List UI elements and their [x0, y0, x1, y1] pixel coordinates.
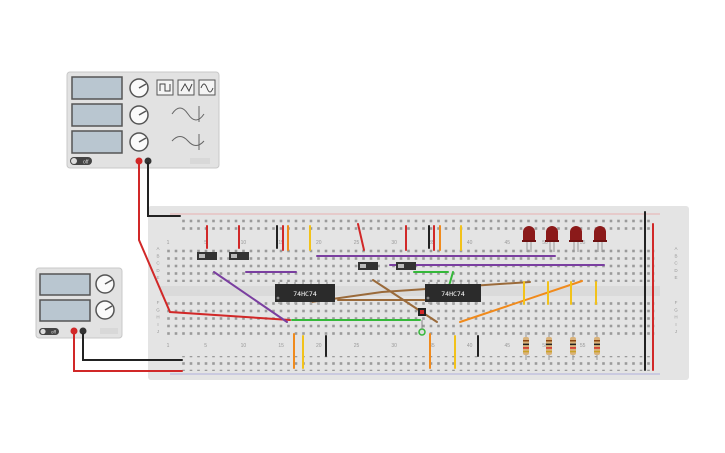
row-letter: A [156, 246, 159, 251]
triangle-wave-icon[interactable] [177, 79, 195, 96]
row-letter: J [675, 329, 677, 334]
voltage-display [39, 273, 91, 296]
row-letter: E [156, 275, 159, 280]
slide-switch[interactable] [229, 252, 249, 260]
column-number: 50 [542, 343, 548, 349]
column-number: 55 [580, 240, 586, 246]
column-number: 40 [467, 343, 473, 349]
row-letter: F [157, 300, 160, 305]
wire-fg-positive[interactable] [138, 162, 291, 321]
wire-fg-negative[interactable] [147, 162, 181, 217]
led[interactable] [545, 226, 559, 252]
column-number: 40 [467, 240, 473, 246]
dc-power-supply[interactable]: off [35, 267, 123, 339]
wire-orange[interactable] [459, 280, 583, 323]
fg-negative-terminal[interactable] [144, 157, 152, 165]
column-number: 30 [391, 240, 397, 246]
slide-switch[interactable] [197, 252, 217, 260]
offset-display [71, 130, 123, 154]
column-number: 1 [167, 343, 170, 349]
column-number: 35 [429, 343, 435, 349]
resistor[interactable] [570, 332, 576, 360]
slide-switch[interactable] [396, 262, 416, 270]
psu-negative-terminal[interactable] [79, 327, 87, 335]
sine-wave-icon[interactable] [198, 79, 216, 96]
column-number: 10 [241, 240, 247, 246]
wire-jumper[interactable] [357, 223, 365, 251]
wire-green[interactable] [448, 271, 454, 287]
wire-purple[interactable] [213, 271, 288, 323]
column-number: 1 [167, 240, 170, 246]
ic-chip[interactable]: 74HC74 [425, 282, 481, 304]
column-number: 35 [429, 240, 435, 246]
current-display [39, 299, 91, 322]
column-number: 10 [241, 343, 247, 349]
column-number: 50 [542, 240, 548, 246]
psu-positive-terminal[interactable] [70, 327, 78, 335]
resistors [523, 332, 600, 360]
slide-switch[interactable] [358, 262, 378, 270]
column-number: 25 [354, 240, 360, 246]
row-letter: D [674, 268, 678, 273]
column-number: 55 [580, 343, 586, 349]
column-number: 45 [505, 343, 511, 349]
column-number: 5 [204, 240, 207, 246]
fg-power-switch[interactable]: off [70, 157, 92, 166]
chip-label: 74HC74 [441, 290, 465, 298]
wire-psu-negative[interactable] [82, 333, 183, 361]
led[interactable] [522, 226, 536, 252]
row-letter: B [156, 253, 159, 258]
row-letter: C [156, 261, 160, 266]
row-letter: H [674, 315, 677, 320]
row-letter: D [156, 268, 160, 273]
led[interactable] [569, 226, 583, 252]
slide-switches [197, 252, 416, 270]
push-button[interactable] [418, 308, 426, 316]
psu-power-switch[interactable]: off [39, 328, 59, 335]
psu-power-label: off [51, 330, 57, 335]
row-letter: F [675, 300, 678, 305]
column-number: 15 [278, 240, 284, 246]
capacitor[interactable] [418, 320, 426, 336]
frequency-display [71, 76, 123, 100]
row-letter: I [675, 322, 676, 327]
row-letter: A [674, 246, 677, 251]
row-letter: J [157, 329, 159, 334]
amplitude-display [71, 103, 123, 127]
led[interactable] [593, 226, 607, 252]
row-letter: G [156, 307, 160, 312]
fg-positive-terminal[interactable] [135, 157, 143, 165]
fg-power-label: off [83, 160, 89, 166]
row-letter: B [674, 253, 677, 258]
resistor[interactable] [523, 332, 529, 360]
square-wave-icon[interactable] [156, 79, 174, 96]
column-number: 5 [204, 343, 207, 349]
row-letter: E [674, 275, 677, 280]
fg-brand-mark [190, 158, 210, 164]
resistor[interactable] [594, 332, 600, 360]
column-number: 15 [278, 343, 284, 349]
row-letter: H [156, 315, 159, 320]
resistor[interactable] [546, 332, 552, 360]
row-letter: C [674, 261, 678, 266]
function-generator[interactable]: off [66, 71, 220, 169]
column-number: 30 [391, 343, 397, 349]
row-letter: G [674, 307, 678, 312]
row-letter: I [157, 322, 158, 327]
wire-psu-positive[interactable] [73, 333, 183, 372]
column-number: 20 [316, 240, 322, 246]
column-number: 45 [505, 240, 511, 246]
column-number: 25 [354, 343, 360, 349]
leds [522, 226, 607, 252]
column-number: 20 [316, 343, 322, 349]
bottom-power-rail [180, 356, 650, 371]
ic-chip[interactable]: 74HC74 [275, 282, 335, 304]
chip-label: 74HC74 [293, 290, 317, 298]
